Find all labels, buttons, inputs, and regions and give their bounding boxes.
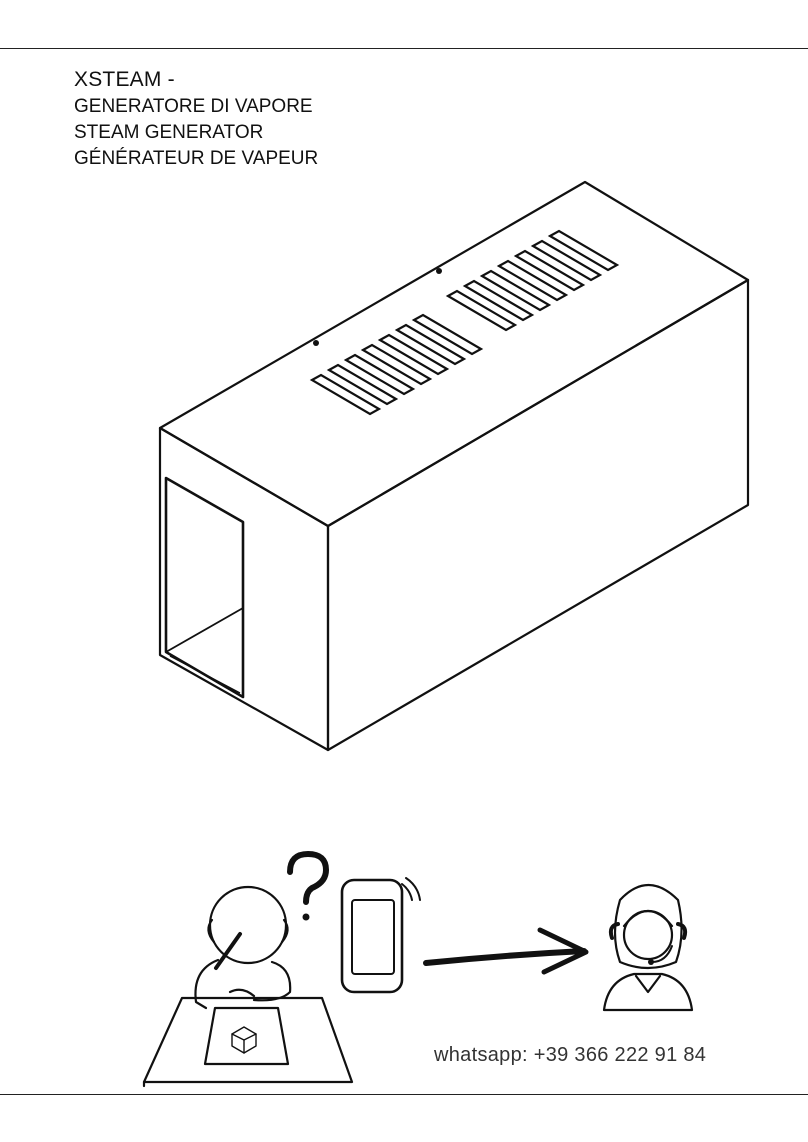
vent-slot — [530, 239, 603, 282]
vent-slots-right — [445, 229, 620, 332]
support-agent-icon — [602, 884, 694, 1012]
vent-slot — [326, 363, 399, 406]
box-side-face — [326, 278, 750, 752]
vent-slot — [445, 289, 518, 332]
screw-dot — [313, 340, 319, 346]
vent-slot — [309, 373, 382, 416]
vent-slots-left — [309, 313, 484, 416]
vent-slot — [513, 249, 586, 292]
vent-slot — [411, 313, 484, 356]
arrow-icon — [423, 927, 589, 975]
whatsapp-contact[interactable]: whatsapp: +39 366 222 91 84 — [434, 1044, 707, 1066]
person-arm-right — [252, 960, 292, 1002]
person-head — [208, 885, 288, 965]
vent-slot — [360, 343, 433, 386]
steam-generator-illustration — [158, 180, 750, 752]
paper-sheet — [203, 1006, 290, 1066]
top-rule — [0, 48, 808, 49]
vent-slot — [377, 333, 450, 376]
front-opening — [164, 476, 245, 699]
subtitle-english: STEAM GENERATOR — [74, 122, 264, 143]
title-block: XSTEAM - GENERATORE DI VAPORE STEAM GENE… — [74, 66, 318, 172]
vent-slot — [394, 323, 467, 366]
subtitle-italian: GENERATORE DI VAPORE — [74, 96, 313, 117]
opening-floor-edge — [169, 655, 241, 694]
vent-slot — [343, 353, 416, 396]
opening-inner-edge — [165, 607, 244, 653]
person-arm-left — [194, 958, 220, 1010]
vent-slot — [462, 279, 535, 322]
vent-slot — [547, 229, 620, 272]
screw-dot — [436, 268, 442, 274]
bottom-rule — [0, 1094, 808, 1095]
desk — [142, 996, 354, 1084]
product-title: XSTEAM - — [74, 68, 175, 91]
vent-slot — [479, 269, 552, 312]
subtitle-french: GÉNÉRATEUR DE VAPEUR — [74, 148, 319, 169]
vent-slot — [496, 259, 569, 302]
pencil — [214, 932, 242, 970]
phone-icon — [340, 877, 421, 994]
cube-sketch-icon — [231, 1026, 257, 1054]
question-mark-icon — [287, 851, 329, 921]
